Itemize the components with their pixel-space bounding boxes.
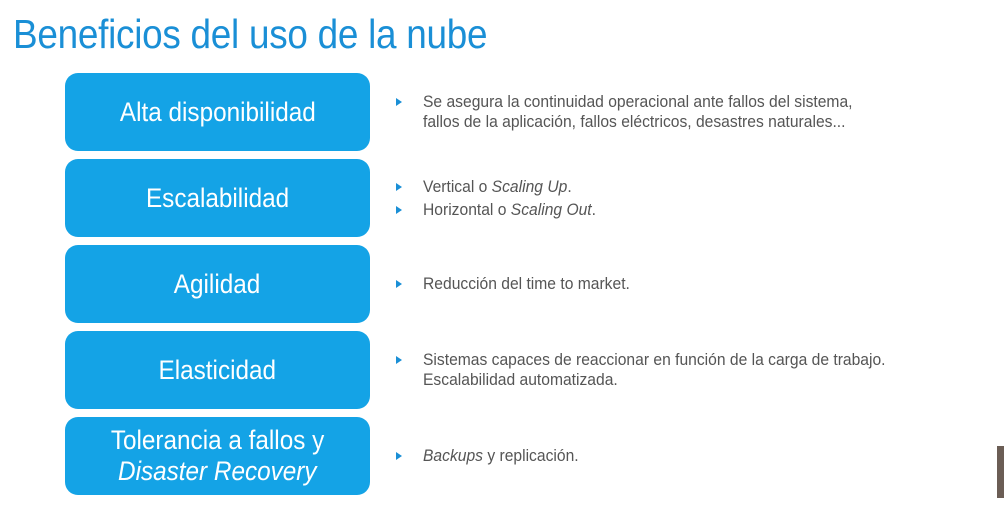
bullet-text-plain: Horizontal o bbox=[423, 199, 511, 219]
slide-title: Beneficios del uso de la nube bbox=[13, 11, 488, 57]
bullet-item: Sistemas capaces de reaccionar en funció… bbox=[396, 350, 1004, 370]
benefit-row-escalabilidad: Escalabilidad Vertical o Scaling Up. Hor… bbox=[0, 159, 1004, 237]
corner-decoration bbox=[997, 446, 1004, 498]
triangle-bullet-icon bbox=[396, 280, 402, 288]
benefit-box-label: Escalabilidad bbox=[145, 182, 290, 213]
bullet-continuation: Escalabilidad automatizada. bbox=[396, 370, 1004, 390]
benefit-box-label: Alta disponibilidad bbox=[119, 96, 316, 127]
benefit-bullets: Se asegura la continuidad operacional an… bbox=[396, 73, 1004, 151]
bullet-text: Sistemas capaces de reaccionar en funció… bbox=[423, 350, 886, 369]
benefit-box: Alta disponibilidad bbox=[65, 73, 370, 151]
bullet-text-suffix: . bbox=[567, 176, 572, 196]
bullet-item: Se asegura la continuidad operacional an… bbox=[396, 92, 1004, 112]
benefit-row-elasticidad: Elasticidad Sistemas capaces de reaccion… bbox=[0, 331, 1004, 409]
benefit-bullets: Reducción del time to market. bbox=[396, 245, 1004, 323]
benefit-row-alta-disponibilidad: Alta disponibilidad Se asegura la contin… bbox=[0, 73, 1004, 151]
benefit-box-label: Elasticidad bbox=[158, 354, 277, 385]
triangle-bullet-icon bbox=[396, 205, 402, 214]
benefit-box: Agilidad bbox=[65, 245, 370, 323]
bullet-item: Horizontal o Scaling Out. bbox=[396, 200, 1004, 220]
benefit-box: Escalabilidad bbox=[65, 159, 370, 237]
triangle-bullet-icon bbox=[396, 182, 402, 191]
bullet-text: Reducción del time to market. bbox=[423, 274, 630, 293]
bullet-text-continued: Escalabilidad automatizada. bbox=[423, 370, 618, 389]
triangle-bullet-icon bbox=[396, 356, 402, 364]
benefit-bullets: Backups y replicación. bbox=[396, 417, 1004, 495]
triangle-bullet-icon bbox=[396, 98, 402, 106]
bullet-text-continued: fallos de la aplicación, fallos eléctric… bbox=[423, 112, 846, 131]
bullet-item: Backups y replicación. bbox=[396, 446, 1004, 466]
bullet-item: Vertical o Scaling Up. bbox=[396, 177, 1004, 197]
bullet-text-suffix: y replicación. bbox=[482, 446, 579, 465]
bullet-text-plain: Vertical o bbox=[423, 176, 492, 196]
benefit-bullets: Sistemas capaces de reaccionar en funció… bbox=[396, 331, 1004, 409]
benefit-row-tolerancia-a-fallos: Tolerancia a fallos y Disaster Recovery … bbox=[0, 417, 1004, 495]
bullet-text-italic: Scaling Up bbox=[491, 176, 568, 196]
bullet-text-italic: Scaling Out bbox=[510, 199, 592, 219]
bullet-text: Backups y replicación. bbox=[423, 446, 579, 466]
benefit-bullets: Vertical o Scaling Up. Horizontal o Scal… bbox=[396, 159, 1004, 237]
bullet-text-italic: Backups bbox=[423, 446, 483, 465]
bullet-text: Vertical o Scaling Up. bbox=[423, 177, 572, 197]
benefit-box: Elasticidad bbox=[65, 331, 370, 409]
benefit-box-label-italic: Disaster Recovery bbox=[118, 456, 317, 486]
benefit-row-agilidad: Agilidad Reducción del time to market. bbox=[0, 245, 1004, 323]
bullet-text-suffix: . bbox=[591, 199, 597, 219]
benefit-box: Tolerancia a fallos y Disaster Recovery bbox=[65, 417, 370, 495]
bullet-text: Horizontal o Scaling Out. bbox=[423, 200, 596, 220]
benefit-box-label: Tolerancia a fallos y bbox=[110, 425, 325, 455]
benefit-box-label: Agilidad bbox=[174, 268, 261, 299]
triangle-bullet-icon bbox=[396, 452, 402, 460]
bullet-continuation: fallos de la aplicación, fallos eléctric… bbox=[396, 112, 1004, 132]
bullet-text: Se asegura la continuidad operacional an… bbox=[423, 92, 853, 111]
bullet-item: Reducción del time to market. bbox=[396, 274, 1004, 294]
